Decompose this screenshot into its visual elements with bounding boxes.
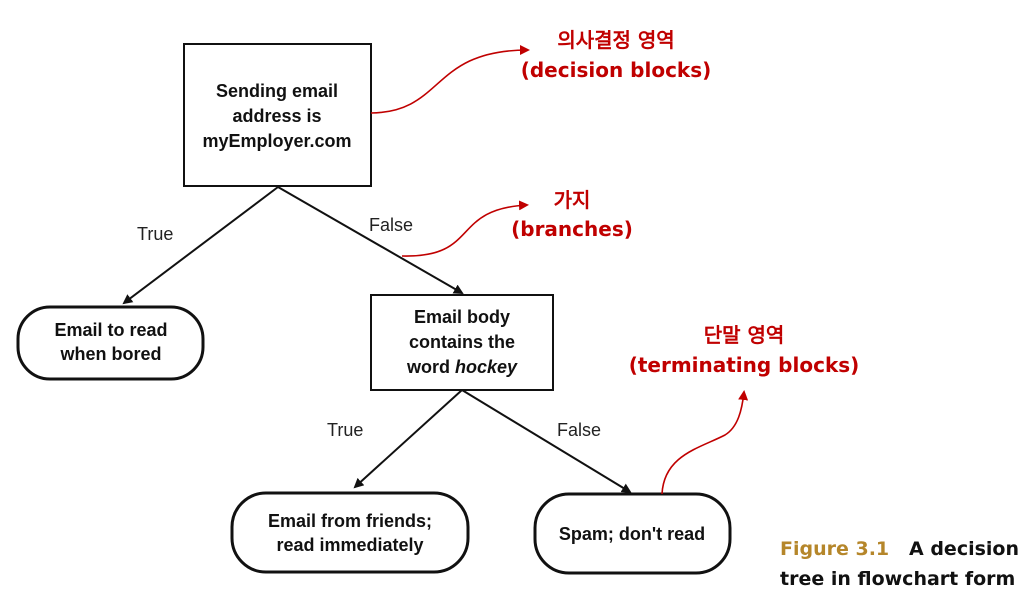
edge-label-hockey-true: True: [327, 420, 363, 440]
annotation-decision-english: (decision blocks): [521, 58, 712, 82]
node-text-line: myEmployer.com: [202, 131, 351, 151]
node-text-line: when bored: [59, 344, 161, 364]
decision-block-hockey: Email body contains the word hockey: [370, 294, 554, 391]
node-text-line: Email to read: [54, 320, 167, 340]
terminating-block-bored: Email to read when bored: [16, 305, 205, 381]
caption-text-1: A decision: [909, 538, 1019, 560]
annotation-decision-korean: 의사결정 영역: [557, 28, 674, 52]
edge-label-root-false: False: [369, 215, 413, 235]
node-text-line: Email from friends;: [268, 511, 432, 531]
node-text-line: word hockey: [406, 357, 518, 377]
edge-root-true: [122, 186, 279, 305]
edge-hockey-true: [353, 389, 463, 489]
figure-number: Figure 3.1: [780, 538, 890, 560]
node-text-line: Email body: [414, 307, 510, 327]
node-text-line: Sending email: [216, 81, 338, 101]
annotation-branches-korean: 가지: [554, 188, 591, 212]
annotation-branches-english: (branches): [511, 217, 633, 241]
annotation-terminating-english: (terminating blocks): [629, 353, 860, 377]
edge-hockey-false: [461, 389, 632, 494]
annotation-arrow-branches: [401, 200, 529, 257]
terminating-block-spam: Spam; don't read: [533, 492, 732, 575]
node-text-line: read immediately: [276, 535, 423, 555]
node-text-line: Spam; don't read: [559, 524, 705, 544]
annotation-arrow-terminating: [661, 390, 749, 495]
edge-label-root-true: True: [137, 224, 173, 244]
node-text-line: contains the: [409, 332, 515, 352]
caption-text-2: tree in flowchart form: [780, 568, 1016, 590]
figure-caption: Figure 3.1 A decision tree in flowchart …: [780, 534, 1036, 594]
annotation-terminating-korean: 단말 영역: [704, 323, 785, 347]
terminating-block-friends: Email from friends; read immediately: [230, 491, 470, 574]
node-text-line: address is: [232, 106, 321, 126]
annotation-arrow-decision: [370, 45, 530, 114]
edge-label-hockey-false: False: [557, 420, 601, 440]
caption-line-1: Figure 3.1 A decision: [780, 534, 1036, 564]
edge-root-false: [277, 186, 464, 294]
decision-block-root: Sending email address is myEmployer.com: [183, 43, 372, 187]
